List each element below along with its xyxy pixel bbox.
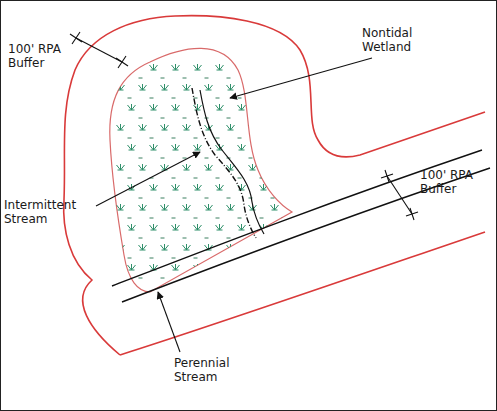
diagram-label: Nontidal Wetland [362, 26, 434, 54]
diagram-label: 100' RPA Buffer [420, 168, 492, 196]
diagram-label: Intermittent Stream [4, 198, 96, 226]
dimension-line [381, 170, 418, 220]
intermittent-stream [200, 90, 264, 234]
wetland-outline [110, 48, 292, 292]
intermittent-stream [192, 88, 256, 238]
diagram-label: 100' RPA Buffer [8, 42, 78, 70]
leader-arrow [96, 58, 372, 352]
dimension-line [70, 32, 128, 68]
diagram-label: Perennial Stream [174, 356, 254, 384]
